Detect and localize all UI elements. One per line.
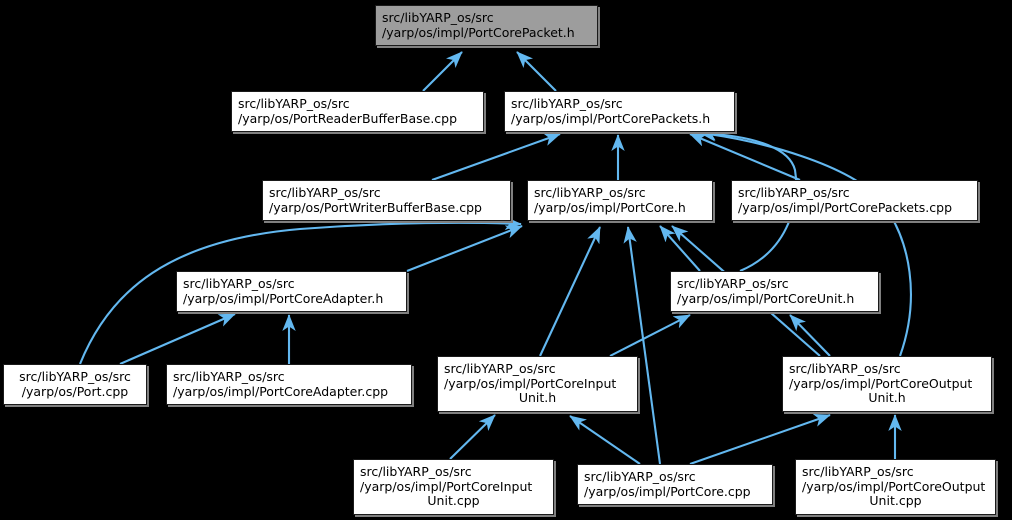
node-label-line: src/libYARP_os/src <box>173 369 285 384</box>
node-portreaderbufferbase-cpp[interactable]: src/libYARP_os/src/yarp/os/PortReaderBuf… <box>231 91 484 132</box>
node-portcoreinputunit-cpp[interactable]: src/libYARP_os/src/yarp/os/impl/PortCore… <box>353 459 554 515</box>
edge-portreaderbufferbase_cpp-to-portcorepacket_h <box>422 51 463 92</box>
node-label-line: src/libYARP_os/src <box>382 10 494 25</box>
edge-portcoreadapter_h-to-portcore_h <box>406 225 523 272</box>
edge-portcoreinputunit_cpp-to-portcoreinputunit_h <box>449 414 496 460</box>
edge-portcore_cpp-to-portcoreoutputunit_h <box>689 413 831 465</box>
node-label-line: src/libYARP_os/src <box>360 464 472 480</box>
node-label-line: Unit.cpp <box>869 493 922 509</box>
node-label-line: Unit.h <box>868 390 906 406</box>
node-portwriterbufferbase-cpp[interactable]: src/libYARP_os/src/yarp/os/PortWriterBuf… <box>262 180 511 221</box>
node-label-line: Unit.cpp <box>427 493 480 509</box>
node-portcoreadapter-h[interactable]: src/libYARP_os/src/yarp/os/impl/PortCore… <box>176 271 407 312</box>
edge-portcorepackets_cpp-to-portcorepackets_h <box>689 133 801 181</box>
edge-portcore_cpp-to-portcoreinputunit_h <box>569 415 641 465</box>
node-label-line: /yarp/os/impl/PortCoreInput <box>360 478 533 494</box>
node-label-line: src/libYARP_os/src <box>677 276 789 291</box>
node-label-line: /yarp/os/impl/PortCore.h <box>534 199 686 215</box>
node-label-line: /yarp/os/PortWriterBufferBase.cpp <box>269 199 482 215</box>
node-label-line: /yarp/os/impl/PortCoreOutput <box>802 478 986 494</box>
node-label-line: src/libYARP_os/src <box>738 185 850 200</box>
node-portcorepacket-h[interactable]: src/libYARP_os/src/yarp/os/impl/PortCore… <box>375 5 598 46</box>
node-label-line: src/libYARP_os/src <box>183 276 295 291</box>
node-label-line: /yarp/os/PortReaderBufferBase.cpp <box>238 110 458 126</box>
node-label-line: /yarp/os/impl/PortCorePackets.cpp <box>738 199 953 215</box>
node-portcoreoutputunit-h[interactable]: src/libYARP_os/src/yarp/os/impl/PortCore… <box>782 356 992 412</box>
edge-portcoreinputunit_h-to-portcore_h <box>539 226 601 357</box>
node-portcorepackets-h[interactable]: src/libYARP_os/src/yarp/os/impl/PortCore… <box>504 91 735 132</box>
edge-portwriterbufferbase_cpp-to-portcorepackets_h <box>431 133 561 181</box>
node-label-line: /yarp/os/impl/PortCoreInput <box>444 375 617 391</box>
edge-portcoreoutputunit_h-to-portcorepackets_h <box>699 128 912 357</box>
node-label-line: /yarp/os/impl/PortCoreAdapter.h <box>183 290 384 306</box>
node-label-line: /yarp/os/impl/PortCoreAdapter.cpp <box>173 383 389 399</box>
node-label-line: src/libYARP_os/src <box>584 469 696 484</box>
node-label-line: src/libYARP_os/src <box>444 361 556 377</box>
node-label-line: src/libYARP_os/src <box>789 361 901 377</box>
node-label-line: /yarp/os/impl/PortCoreOutput <box>789 375 973 391</box>
node-portcoreinputunit-h[interactable]: src/libYARP_os/src/yarp/os/impl/PortCore… <box>437 356 638 412</box>
edge-portcoreoutputunit_h-to-portcoreunit_h <box>789 314 831 357</box>
node-label-line: /yarp/os/Port.cpp <box>21 383 129 399</box>
edge-portcoreinputunit_h-to-portcoreunit_h <box>609 314 691 357</box>
node-port-cpp[interactable]: src/libYARP_os/src/yarp/os/Port.cpp <box>3 364 147 405</box>
node-label-line: src/libYARP_os/src <box>511 96 623 111</box>
edge-port_cpp-to-portcore_h <box>79 216 522 365</box>
edge-portcore_cpp-to-portcore_h <box>623 226 662 465</box>
node-portcore-h[interactable]: src/libYARP_os/src/yarp/os/impl/PortCore… <box>527 180 713 221</box>
node-label-line: /yarp/os/impl/PortCorePackets.h <box>511 110 711 126</box>
node-portcorepackets-cpp[interactable]: src/libYARP_os/src/yarp/os/impl/PortCore… <box>731 180 978 221</box>
node-label-line: src/libYARP_os/src <box>269 185 381 200</box>
node-portcoreoutputunit-cpp[interactable]: src/libYARP_os/src/yarp/os/impl/PortCore… <box>795 459 996 515</box>
node-label-line: /yarp/os/impl/PortCorePacket.h <box>382 24 575 40</box>
edge-portcorepackets_h-to-portcorepacket_h <box>516 51 557 92</box>
node-label-line: src/libYARP_os/src <box>19 369 131 384</box>
edge-portcoreunit_h-to-portcore_h <box>659 225 701 272</box>
node-label-line: Unit.h <box>518 390 557 406</box>
node-portcoreadapter-cpp[interactable]: src/libYARP_os/src/yarp/os/impl/PortCore… <box>166 364 412 405</box>
node-label-line: /yarp/os/impl/PortCoreUnit.h <box>677 290 855 306</box>
node-label-line: /yarp/os/impl/PortCore.cpp <box>584 483 751 499</box>
node-label-line: src/libYARP_os/src <box>238 96 350 111</box>
node-portcoreunit-h[interactable]: src/libYARP_os/src/yarp/os/impl/PortCore… <box>670 271 879 312</box>
node-portcore-cpp[interactable]: src/libYARP_os/src/yarp/os/impl/PortCore… <box>577 464 773 505</box>
edge-portcoreunit_h-to-portcorepackets_h <box>699 127 798 272</box>
node-label-line: src/libYARP_os/src <box>534 185 646 200</box>
edge-port_cpp-to-portcoreadapter_h <box>119 313 236 365</box>
node-label-line: src/libYARP_os/src <box>802 464 914 480</box>
